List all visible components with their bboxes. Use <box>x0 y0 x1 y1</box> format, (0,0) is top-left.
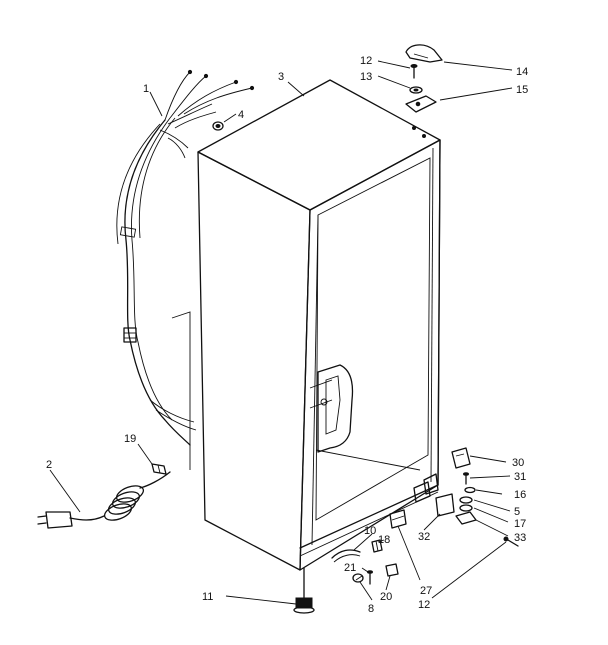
callout-13: 13 <box>360 71 372 83</box>
callout-16: 16 <box>514 489 526 501</box>
callout-32: 32 <box>418 531 430 543</box>
callout-10: 10 <box>364 525 376 537</box>
callout-4: 4 <box>238 109 244 121</box>
back-panel-edge <box>171 311 191 470</box>
wiring-harness <box>116 69 255 446</box>
cabinet-shell <box>197 79 441 571</box>
leader-lines <box>49 60 513 605</box>
power-cord <box>37 471 171 529</box>
callout-17: 17 <box>514 518 526 530</box>
bottom-hardware <box>331 473 455 585</box>
callout-30: 30 <box>512 457 524 469</box>
callout-14: 14 <box>516 66 528 78</box>
callout-33: 33 <box>514 532 526 544</box>
callout-1: 1 <box>143 83 149 95</box>
grommet <box>212 121 224 131</box>
callout-31: 31 <box>514 471 526 483</box>
callout-15: 15 <box>516 84 528 96</box>
callout-12-top: 12 <box>360 55 372 67</box>
strain-relief <box>151 463 167 475</box>
callout-2: 2 <box>46 459 52 471</box>
callout-12-bottom: 12 <box>418 599 430 611</box>
callout-21: 21 <box>344 562 356 574</box>
evaporator-bracket <box>309 364 354 453</box>
callout-27: 27 <box>420 585 432 597</box>
callout-3: 3 <box>278 71 284 83</box>
leveling-leg <box>293 567 315 614</box>
callout-labels: 1 2 3 4 12 13 14 15 19 30 31 16 5 17 33 … <box>46 55 528 615</box>
top-hinge-assembly <box>405 44 443 138</box>
callout-20: 20 <box>380 591 392 603</box>
callout-19: 19 <box>124 433 136 445</box>
callout-11: 11 <box>202 591 213 603</box>
lower-hinge-assembly <box>451 447 519 547</box>
callout-8: 8 <box>368 603 374 615</box>
callout-18: 18 <box>378 534 390 546</box>
callout-5: 5 <box>514 506 520 518</box>
